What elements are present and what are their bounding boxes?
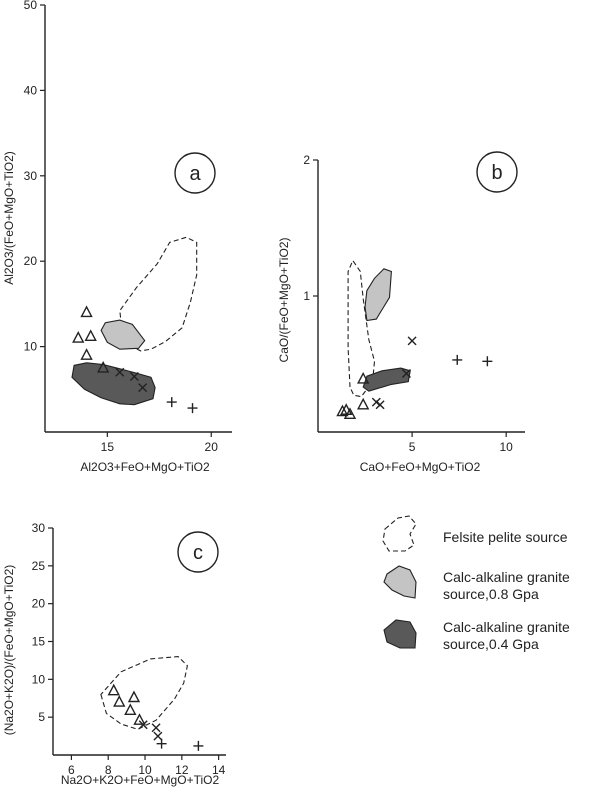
panel-b-region-ca08 [364,268,392,322]
panel-a-y-tick-label-2: 30 [24,169,38,183]
panel-b-x-tick-label-1: 10 [500,440,514,454]
panel-b-point-triangle-4 [357,371,370,384]
panel-c-x-tick-label-3: 12 [175,763,189,777]
panel-a-point-triangle-2 [84,329,97,342]
panel-c-x-label: Na2O+K2O+FeO+MgO+TiO2 [61,773,220,787]
panel-a-region-ca08 [100,319,146,350]
panel-a-badge [174,152,216,194]
panel-c-region-felsite [100,656,189,730]
panel-c-point-triangle-4 [133,713,146,725]
panel-a-y-tick-label-1: 20 [24,254,38,268]
panel-b-point-triangle-0 [336,404,349,417]
panel-a-point-triangle-4 [97,360,110,373]
panel-c-point-triangle-2 [127,690,141,703]
panel-c-point-x-7 [153,731,163,741]
panel-b-point-triangle-2 [343,407,357,420]
legend-felsite-swatch [382,515,417,552]
panel-c-y-tick-label-1: 10 [32,672,46,686]
panel-a-y-tick-label-3: 40 [24,83,38,97]
panel-b: 5 10 1 2 CaO+FeO+MgO+TiO2 CaO/(FeO+MgO+TiO2… [277,151,525,474]
panel-b-ticks: 5 10 1 2 [303,153,513,454]
panel-c-point-plus-9 [193,740,204,751]
panel-c-point-triangle-0 [107,683,120,696]
panel-b-point-triangle-3 [357,397,370,410]
panel-a-point-x-7 [138,383,148,393]
panel-c-x-tick-label-1: 8 [105,763,112,777]
panel-b-point-x-5 [371,397,381,407]
panel-a-x-label: Al2O3+FeO+MgO+TiO2 [80,460,210,474]
panel-b-y-label: CaO/(FeO+MgO+TiO2) [277,238,291,363]
panel-a-points [72,305,198,414]
panel-a-point-triangle-3 [80,348,93,360]
panel-b-y-tick-label-0: 1 [303,289,310,303]
panel-c-y-label: (Na2O+K2O)/(FeO+MgO+TiO2) [2,565,16,736]
panel-b-region-ca04 [362,367,411,392]
panel-c-badge-label: c [193,542,203,564]
panel-c-point-triangle-3 [124,703,137,716]
panel-a-x-tick-label-1: 20 [205,440,219,454]
panel-b-point-triangle-1 [340,403,353,415]
panel-b-x-label: CaO+FeO+MgO+TiO2 [360,460,481,474]
legend-felsite-label: Felsite pelite source [443,529,568,545]
panel-b-y-tick-label-1: 2 [303,153,310,167]
panel-c-badge [177,531,219,573]
legend-ca04-label-line1: Calc-alkaline granite [443,619,570,635]
legend-ca04-label-line2: source,0.4 Gpa [443,636,539,652]
panel-a-x-tick-label-0: 15 [101,440,115,454]
panel-a-y-tick-label-0: 10 [24,340,38,354]
panel-c-y-tick-label-5: 30 [32,521,46,535]
panel-b-regions [347,259,411,398]
panel-a-regions [71,236,198,406]
panel-c-points [107,683,204,751]
panel-a-y-label: Al2O3/(FeO+MgO+TiO2) [2,151,16,285]
legend-ca08-label-line1: Calc-alkaline granite [443,569,570,585]
panel-b-x-tick-label-0: 5 [409,440,416,454]
legend-ca08-label-line2: source,0.8 Gpa [443,586,539,602]
panel-b-points [336,336,493,420]
legend-ca04-swatch [383,619,417,649]
panel-c-point-x-6 [151,723,161,733]
panel-b-point-plus-9 [452,354,463,365]
panel-b-point-x-6 [375,400,385,410]
panel-b-point-x-7 [401,369,411,379]
panel-b-badge-label: b [491,162,502,184]
panel-c-point-plus-8 [156,738,167,749]
panel-b-badge [476,151,518,193]
panel-c-y-tick-label-3: 20 [32,597,46,611]
panel-b-region-felsite [347,259,376,398]
panel-a-point-triangle-1 [72,331,85,343]
panel-c-x-tick-label-2: 10 [138,763,152,777]
panel-a-badge-label: a [189,163,201,185]
panel-a-point-x-6 [129,371,139,381]
panel-c-y-tick-label-4: 25 [32,559,46,573]
panel-a-point-plus-8 [166,397,177,408]
panel-a-point-x-5 [115,367,125,377]
panel-a-region-felsite [119,236,198,352]
panel-c-x-tick-label-0: 6 [68,763,75,777]
panel-c-point-x-5 [138,720,148,730]
panel-c-y-tick-label-2: 15 [32,635,46,649]
panel-b-point-x-8 [407,336,417,346]
panel-c-point-triangle-1 [113,695,126,707]
panel-c-y-tick-label-0: 5 [38,710,45,724]
panel-a: 15 20 10 20 30 40 50 Al2O3+FeO+MgO+TiO2 Al2O3/… [2,0,232,474]
legend: Felsite pelite source Calc-alkaline gran… [382,515,570,652]
panel-c: 6 8 10 12 14 5 10 15 20 25 30 Na2O+K2O+FeO+MgO+TiO… [2,521,226,787]
legend-ca08-swatch [383,565,417,599]
panel-a-point-triangle-0 [80,305,93,318]
panel-a-y-tick-label-4: 50 [24,0,38,12]
panel-c-regions [100,656,189,730]
panel-a-region-ca04 [71,362,156,406]
panel-c-ticks: 6 8 10 12 14 5 10 15 20 25 30 [32,521,226,777]
panel-b-point-plus-10 [482,356,493,367]
panel-a-point-plus-9 [187,403,198,414]
panel-a-ticks: 15 20 10 20 30 40 50 [24,0,219,454]
panel-c-x-tick-label-4: 14 [212,763,226,777]
